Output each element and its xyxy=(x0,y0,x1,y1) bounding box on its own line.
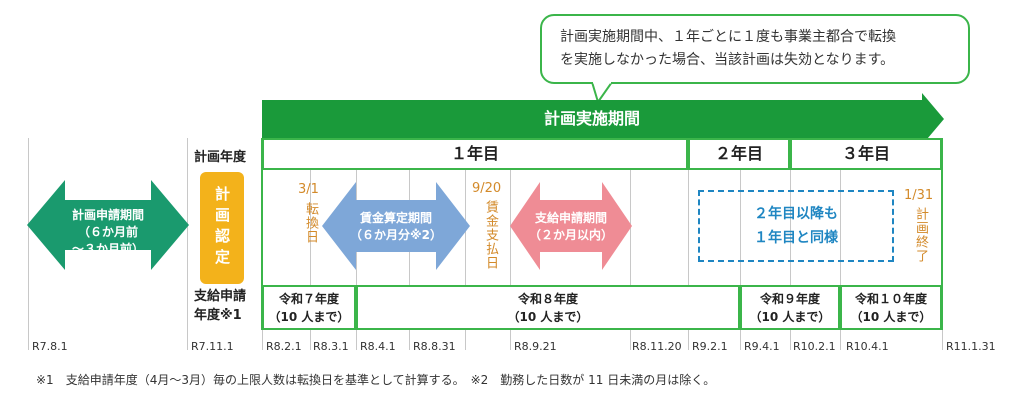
fiscal-year-name: 令和７年度 xyxy=(278,292,339,306)
date-tick: R8.9.21 xyxy=(514,340,557,353)
wage-period-text: 賃金算定期間 （６か月分※2） xyxy=(350,210,442,244)
grid-line xyxy=(465,170,466,350)
date-tick: R10.2.1 xyxy=(793,340,836,353)
date-tick: R8.3.1 xyxy=(313,340,349,353)
application-period-sub2: ～３か月前） xyxy=(71,242,144,256)
wage-period-title: 賃金算定期間 xyxy=(359,211,432,225)
date-tick: R7.8.1 xyxy=(32,340,68,353)
year-3-box: ３年目 xyxy=(790,138,942,170)
application-period-title: 計画申請期間 xyxy=(71,208,144,222)
application-period-arrow xyxy=(27,180,189,270)
wage-payday-date: 9/20 xyxy=(472,181,502,196)
same-note-line-1: ２年目以降も xyxy=(754,206,838,222)
year-2-box: ２年目 xyxy=(688,138,790,170)
callout-tail xyxy=(590,82,614,104)
date-tick: R8.8.31 xyxy=(413,340,456,353)
fiscal-year-label: 支給申請 年度※1 xyxy=(194,287,246,325)
date-tick: R7.11.1 xyxy=(191,340,234,353)
plan-approval-label: 計画認定 xyxy=(213,186,231,270)
grid-line xyxy=(688,170,689,350)
fiscal-year-box: 令和８年度 （10 人まで） xyxy=(356,285,740,330)
year-frame-left xyxy=(261,138,263,330)
wage-period-sub: （６か月分※2） xyxy=(350,228,443,242)
grid-line xyxy=(630,170,631,350)
fiscal-year-box: 令和１０年度 （10 人まで） xyxy=(840,285,942,330)
implementation-period-arrowhead xyxy=(922,93,944,145)
date-tick: R9.4.1 xyxy=(744,340,780,353)
conversion-label: 転換日 xyxy=(303,202,318,244)
callout-box: 計画実施期間中、１年ごとに１度も事業主都合で転換 を実施しなかった場合、当該計画… xyxy=(540,14,970,84)
same-note-line-2: １年目と同様 xyxy=(754,230,838,246)
plan-approval-badge xyxy=(200,172,244,284)
year-frame-right xyxy=(941,138,943,330)
fiscal-year-name: 令和８年度 xyxy=(517,292,578,306)
application-period-sub1: （６か月前 xyxy=(77,225,138,239)
callout-line-2: を実施しなかった場合、当該計画は失効となります。 xyxy=(560,52,895,68)
fiscal-year-label-line1: 支給申請 xyxy=(194,289,247,304)
grid-line xyxy=(356,170,357,350)
grid-line xyxy=(28,138,29,350)
payment-period-arrow xyxy=(510,182,632,270)
plan-end-date: 1/31 xyxy=(904,188,934,203)
fiscal-year-name: 令和１０年度 xyxy=(854,292,927,306)
wage-payday-label: 賃金支払日 xyxy=(483,200,498,270)
year-3-label: ３年目 xyxy=(841,144,890,163)
year-1-label: １年目 xyxy=(450,144,499,163)
fiscal-year-cap: （10 人まで） xyxy=(268,310,350,324)
plan-end-label: 計画終了 xyxy=(913,207,928,263)
fiscal-year-cap: （10 人まで） xyxy=(507,310,589,324)
callout-line-1: 計画実施期間中、１年ごとに１度も事業主都合で転換 xyxy=(560,29,896,45)
grid-line xyxy=(310,170,311,350)
grid-line xyxy=(510,170,511,350)
application-period-text: 計画申請期間 （６か月前 ～３か月前） xyxy=(55,207,161,258)
wage-period-arrow xyxy=(322,182,470,270)
fiscal-year-label-line2: 年度※1 xyxy=(194,308,242,323)
fiscal-year-box: 令和９年度 （10 人まで） xyxy=(740,285,840,330)
fiscal-year-cap: （10 人まで） xyxy=(749,310,831,324)
grid-line xyxy=(187,138,188,350)
date-tick: R11.1.31 xyxy=(946,340,996,353)
date-tick: R10.4.1 xyxy=(846,340,889,353)
footnote: ※1 支給申請年度（4月～3月）毎の上限人数は転換日を基準として計算する。 ※2… xyxy=(36,373,716,387)
implementation-period-bar xyxy=(262,100,922,138)
conversion-date: 3/1 xyxy=(298,182,319,197)
same-as-year1-note: ２年目以降も １年目と同様 xyxy=(698,190,894,262)
fiscal-year-cap: （10 人まで） xyxy=(850,310,932,324)
payment-period-text: 支給申請期間 （２か月以内） xyxy=(526,210,616,244)
date-tick: R8.2.1 xyxy=(266,340,302,353)
payment-period-title: 支給申請期間 xyxy=(534,211,607,225)
fiscal-year-box: 令和７年度 （10 人まで） xyxy=(262,285,356,330)
date-tick: R8.4.1 xyxy=(360,340,396,353)
year-1-box: １年目 xyxy=(262,138,688,170)
fiscal-year-name: 令和９年度 xyxy=(759,292,820,306)
year-2-label: ２年目 xyxy=(714,144,763,163)
date-tick: R9.2.1 xyxy=(692,340,728,353)
date-tick: R8.11.20 xyxy=(632,340,682,353)
payment-period-sub: （２か月以内） xyxy=(528,228,613,242)
grid-line xyxy=(409,170,410,350)
implementation-period-label: 計画実施期間 xyxy=(543,109,640,128)
plan-year-label: 計画年度 xyxy=(194,150,247,165)
